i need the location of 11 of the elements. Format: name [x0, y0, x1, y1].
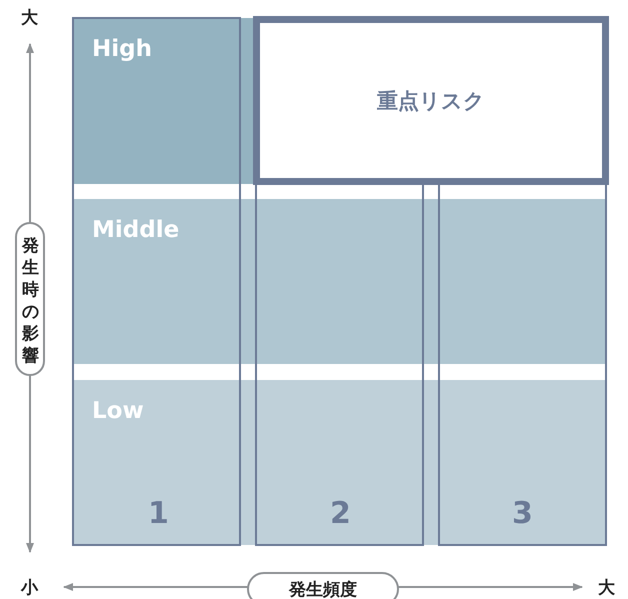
impact-band: Middle [72, 199, 607, 364]
axis-label: 発生頻度 [247, 572, 399, 599]
column-number: 2 [330, 497, 351, 531]
axis-end-label: 大 [21, 8, 38, 28]
axis-label: 発生時の影響 [15, 222, 45, 376]
axis-end-label: 小 [21, 578, 38, 598]
column-number: 1 [148, 497, 169, 531]
column-number: 3 [512, 497, 533, 531]
highlight-box: 重点リスク [253, 16, 609, 185]
axis-end-label: 大 [598, 578, 615, 598]
impact-band: High [72, 18, 253, 184]
